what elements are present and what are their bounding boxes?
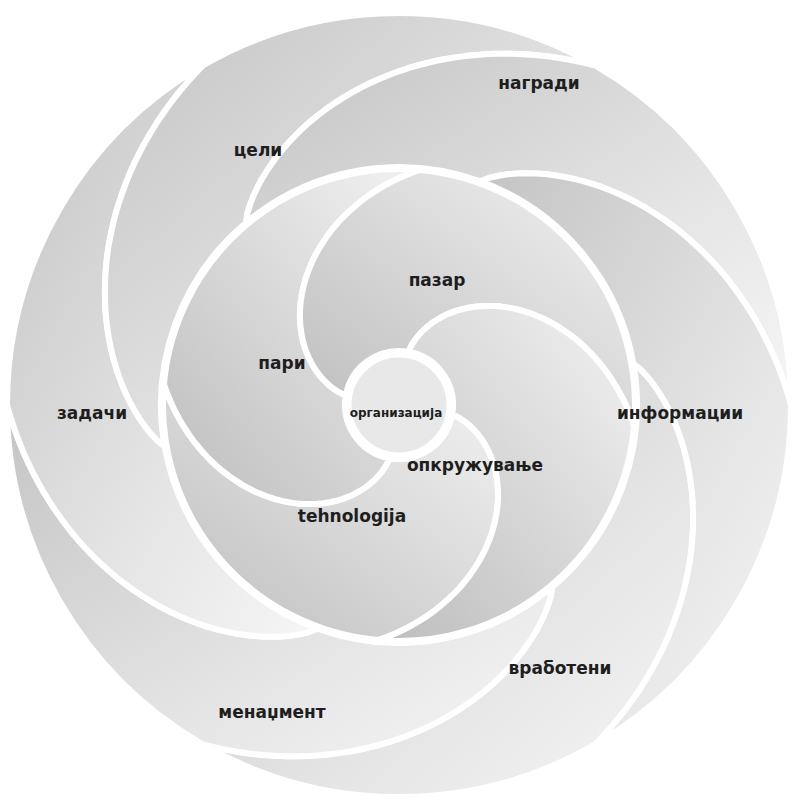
node-text: цели xyxy=(234,140,283,160)
node-text: задачи xyxy=(57,403,127,423)
petal-label: задачи xyxy=(53,401,131,425)
petal-label: информации xyxy=(613,401,747,425)
node-text: tehnologija xyxy=(298,506,406,526)
node-text: пари xyxy=(258,353,305,373)
node-text: пазар xyxy=(409,270,466,290)
node-text: опкружување xyxy=(407,455,543,475)
inner-petals xyxy=(163,169,635,641)
petal-label: опкружување xyxy=(403,453,547,477)
petal-label: цели xyxy=(230,138,287,162)
petal-label: вработени xyxy=(505,656,616,680)
petal-label: пари xyxy=(254,351,309,375)
petal-label: tehnologija xyxy=(294,504,410,528)
center-circle xyxy=(349,355,449,455)
petal-label: пазар xyxy=(405,268,470,292)
node-text: вработени xyxy=(509,658,612,678)
node-text: организација xyxy=(350,406,442,420)
center-label: организација xyxy=(346,404,446,422)
outer-petals xyxy=(7,13,791,797)
node-text: информации xyxy=(617,403,743,423)
node-text: награди xyxy=(498,73,579,93)
petal-label: награди xyxy=(494,71,583,95)
node-text: менаџмент xyxy=(218,702,325,722)
petal-label: менаџмент xyxy=(214,700,329,724)
